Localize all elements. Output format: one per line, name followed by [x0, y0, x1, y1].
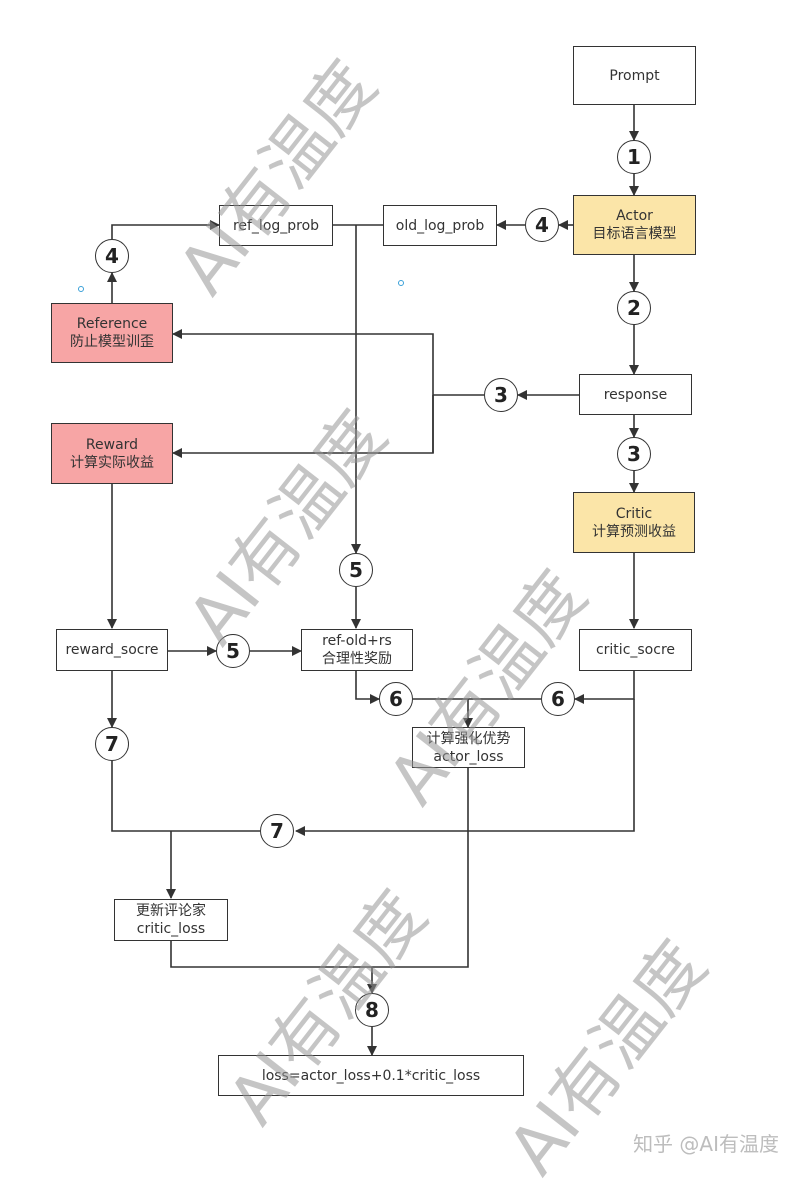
step-4-actor-badge: 4 [525, 208, 559, 242]
node-critic[interactable]: Critic 计算预测收益 [573, 492, 695, 553]
edge-step4-reflog [111, 220, 220, 239]
step-5-left-badge: 5 [216, 634, 250, 668]
reference-subtitle: 防止模型训歪 [70, 334, 154, 350]
edge-actorloss-merge [372, 767, 469, 968]
edge-criticsocre-step6 [574, 670, 635, 704]
ref-old-rs-subtitle: 合理性奖励 [322, 651, 392, 667]
reward-subtitle: 计算实际收益 [70, 454, 154, 471]
step-7-top-badge: 7 [95, 727, 129, 761]
node-critic-loss[interactable]: 更新评论家 critic_loss [114, 899, 228, 941]
node-loss[interactable]: loss=actor_loss+0.1*critic_loss [218, 1055, 524, 1096]
node-ref-log-prob[interactable]: ref_log_prob [219, 205, 333, 246]
source-credit: 知乎 @AI有温度 [633, 1132, 779, 1156]
edge-criticloss-merge [170, 940, 372, 968]
loss-formula: loss=actor_loss+0.1*critic_loss [261, 1067, 481, 1084]
step-3-critic-badge: 3 [617, 437, 651, 471]
critic-subtitle: 计算预测收益 [592, 523, 676, 540]
actor-title: Actor [616, 208, 653, 224]
node-actor-loss[interactable]: 计算强化优势 actor_loss [412, 727, 525, 768]
critic-loss-label: critic_loss [136, 921, 206, 937]
response-label: response [603, 386, 668, 403]
step-6-left-badge: 6 [379, 682, 413, 716]
anchor-dot [78, 286, 84, 292]
node-prompt[interactable]: Prompt [573, 46, 696, 105]
node-actor[interactable]: Actor 目标语言模型 [573, 195, 696, 255]
node-reward[interactable]: Reward 计算实际收益 [51, 423, 173, 484]
actor-subtitle: 目标语言模型 [592, 226, 677, 242]
old-log-prob-label: old_log_prob [395, 217, 485, 234]
edge-criticsocre-step7 [295, 699, 635, 836]
actor-loss-subtitle: 计算强化优势 [426, 730, 511, 747]
reward-title: Reward [85, 436, 139, 453]
edge-branch-reference [172, 329, 434, 453]
actor-loss-label: actor_loss [433, 748, 504, 765]
critic-socre-label: critic_socre [595, 642, 676, 658]
anchor-dot [398, 280, 404, 286]
step-5-top-badge: 5 [339, 553, 373, 587]
node-response[interactable]: response [579, 374, 692, 415]
step-3-left-badge: 3 [484, 378, 518, 412]
reward-socre-label: reward_socre [65, 642, 159, 658]
edge-branch-reward [172, 395, 434, 458]
edge-step7-down [111, 761, 260, 832]
step-4-reference-badge: 4 [95, 239, 129, 273]
node-critic-socre[interactable]: critic_socre [579, 629, 692, 671]
critic-loss-subtitle: 更新评论家 [136, 903, 206, 919]
edge-refold-step6 [355, 670, 380, 704]
ref-old-rs-formula: ref-old+rs [322, 633, 392, 649]
reference-title: Reference [76, 316, 148, 332]
node-reward-socre[interactable]: reward_socre [56, 629, 168, 671]
step-1-badge: 1 [617, 140, 651, 174]
node-ref-old-rs[interactable]: ref-old+rs 合理性奖励 [301, 629, 413, 671]
node-reference[interactable]: Reference 防止模型训歪 [51, 303, 173, 363]
step-8-badge: 8 [355, 993, 389, 1027]
step-2-badge: 2 [617, 291, 651, 325]
ref-log-prob-label: ref_log_prob [232, 217, 320, 234]
critic-title: Critic [615, 505, 653, 522]
step-7-bottom-badge: 7 [260, 814, 294, 848]
node-old-log-prob[interactable]: old_log_prob [383, 205, 497, 246]
step-6-right-badge: 6 [541, 682, 575, 716]
prompt-label: Prompt [609, 67, 660, 84]
